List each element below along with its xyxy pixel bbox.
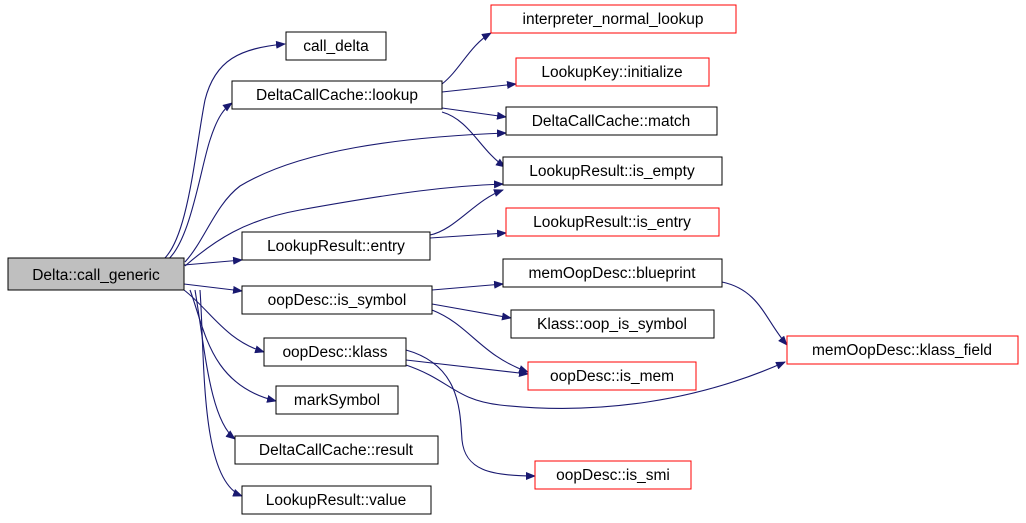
- edge-klass-is-mem: [405, 359, 529, 377]
- node-oop-is-mem[interactable]: oopDesc::is_mem: [527, 361, 697, 391]
- edge-lr-entry-is-empty: [429, 189, 504, 236]
- edge-lr-entry-is-entry: [429, 229, 507, 239]
- edge-klass-klass-field: [405, 361, 786, 409]
- node-mark-symbol-label: markSymbol: [294, 392, 380, 409]
- node-root[interactable]: Delta::call_generic: [7, 257, 185, 291]
- node-dcc-lookup-label: DeltaCallCache::lookup: [256, 87, 418, 104]
- node-klass-oop-is-symbol-label: Klass::oop_is_symbol: [537, 316, 687, 333]
- node-lr-is-empty-label: LookupResult::is_empty: [529, 163, 695, 180]
- node-oop-is-mem-label: oopDesc::is_mem: [550, 368, 674, 385]
- node-call-delta-label: call_delta: [303, 38, 369, 55]
- edge-dcc-lookup-lookupkey: [441, 80, 517, 93]
- node-mem-blueprint-label: memOopDesc::blueprint: [528, 265, 696, 282]
- edge-root-call-delta: [159, 40, 286, 263]
- node-dcc-match-label: DeltaCallCache::match: [532, 113, 691, 130]
- edge-is-symbol-is-mem: [431, 309, 529, 373]
- node-mark-symbol[interactable]: markSymbol: [275, 385, 399, 415]
- node-root-label: Delta::call_generic: [32, 267, 160, 284]
- node-lr-entry[interactable]: LookupResult::entry: [241, 231, 431, 261]
- node-oop-is-symbol-label: oopDesc::is_symbol: [268, 292, 407, 309]
- node-lr-value[interactable]: LookupResult::value: [241, 485, 432, 515]
- node-interp-lookup[interactable]: interpreter_normal_lookup: [490, 4, 737, 34]
- nodes: Delta::call_generic call_delta DeltaCall…: [7, 4, 1019, 515]
- edge-dcc-lookup-interp: [441, 32, 492, 85]
- edge-root-lr-is-empty: [184, 180, 504, 267]
- edge-is-symbol-blueprint: [431, 280, 504, 291]
- node-interp-lookup-label: interpreter_normal_lookup: [523, 11, 704, 28]
- node-oop-is-symbol[interactable]: oopDesc::is_symbol: [241, 285, 433, 315]
- edges: [159, 32, 788, 497]
- node-oop-klass[interactable]: oopDesc::klass: [263, 337, 407, 367]
- node-oop-is-smi-label: oopDesc::is_smi: [556, 467, 670, 484]
- edge-root-mark-symbol: [189, 289, 277, 403]
- node-lookupkey-init[interactable]: LookupKey::initialize: [515, 57, 710, 87]
- node-dcc-result-label: DeltaCallCache::result: [259, 442, 414, 459]
- node-call-delta[interactable]: call_delta: [285, 31, 387, 61]
- node-lr-is-entry-label: LookupResult::is_entry: [533, 214, 691, 231]
- edge-klass-is-smi: [405, 349, 536, 480]
- edge-root-oop-is-symbol: [183, 283, 243, 294]
- edge-root-lr-value: [199, 289, 243, 497]
- node-mem-klass-field[interactable]: memOopDesc::klass_field: [786, 335, 1019, 365]
- node-lr-is-entry[interactable]: LookupResult::is_entry: [505, 207, 720, 237]
- node-klass-oop-is-symbol[interactable]: Klass::oop_is_symbol: [510, 309, 715, 339]
- edge-root-dcc-match: [184, 129, 507, 263]
- node-mem-blueprint[interactable]: memOopDesc::blueprint: [502, 258, 723, 288]
- node-lr-entry-label: LookupResult::entry: [267, 238, 405, 255]
- edge-blueprint-klass-field: [721, 281, 788, 346]
- node-lookupkey-init-label: LookupKey::initialize: [541, 64, 682, 81]
- node-dcc-lookup[interactable]: DeltaCallCache::lookup: [231, 80, 443, 110]
- edge-root-dcc-lookup: [164, 102, 233, 263]
- edge-is-symbol-klass-is-symbol: [431, 303, 512, 321]
- edge-dcc-lookup-match: [441, 107, 507, 120]
- node-mem-klass-field-label: memOopDesc::klass_field: [812, 342, 992, 359]
- edge-dcc-lookup-is-empty: [441, 111, 506, 168]
- node-lr-value-label: LookupResult::value: [266, 492, 406, 509]
- node-oop-klass-label: oopDesc::klass: [282, 344, 387, 361]
- edge-root-dcc-result: [194, 289, 236, 440]
- node-oop-is-smi[interactable]: oopDesc::is_smi: [534, 460, 692, 490]
- node-dcc-match[interactable]: DeltaCallCache::match: [505, 106, 718, 136]
- node-lr-is-empty[interactable]: LookupResult::is_empty: [502, 156, 723, 186]
- edge-root-lr-entry: [183, 256, 243, 266]
- node-dcc-result[interactable]: DeltaCallCache::result: [234, 435, 439, 465]
